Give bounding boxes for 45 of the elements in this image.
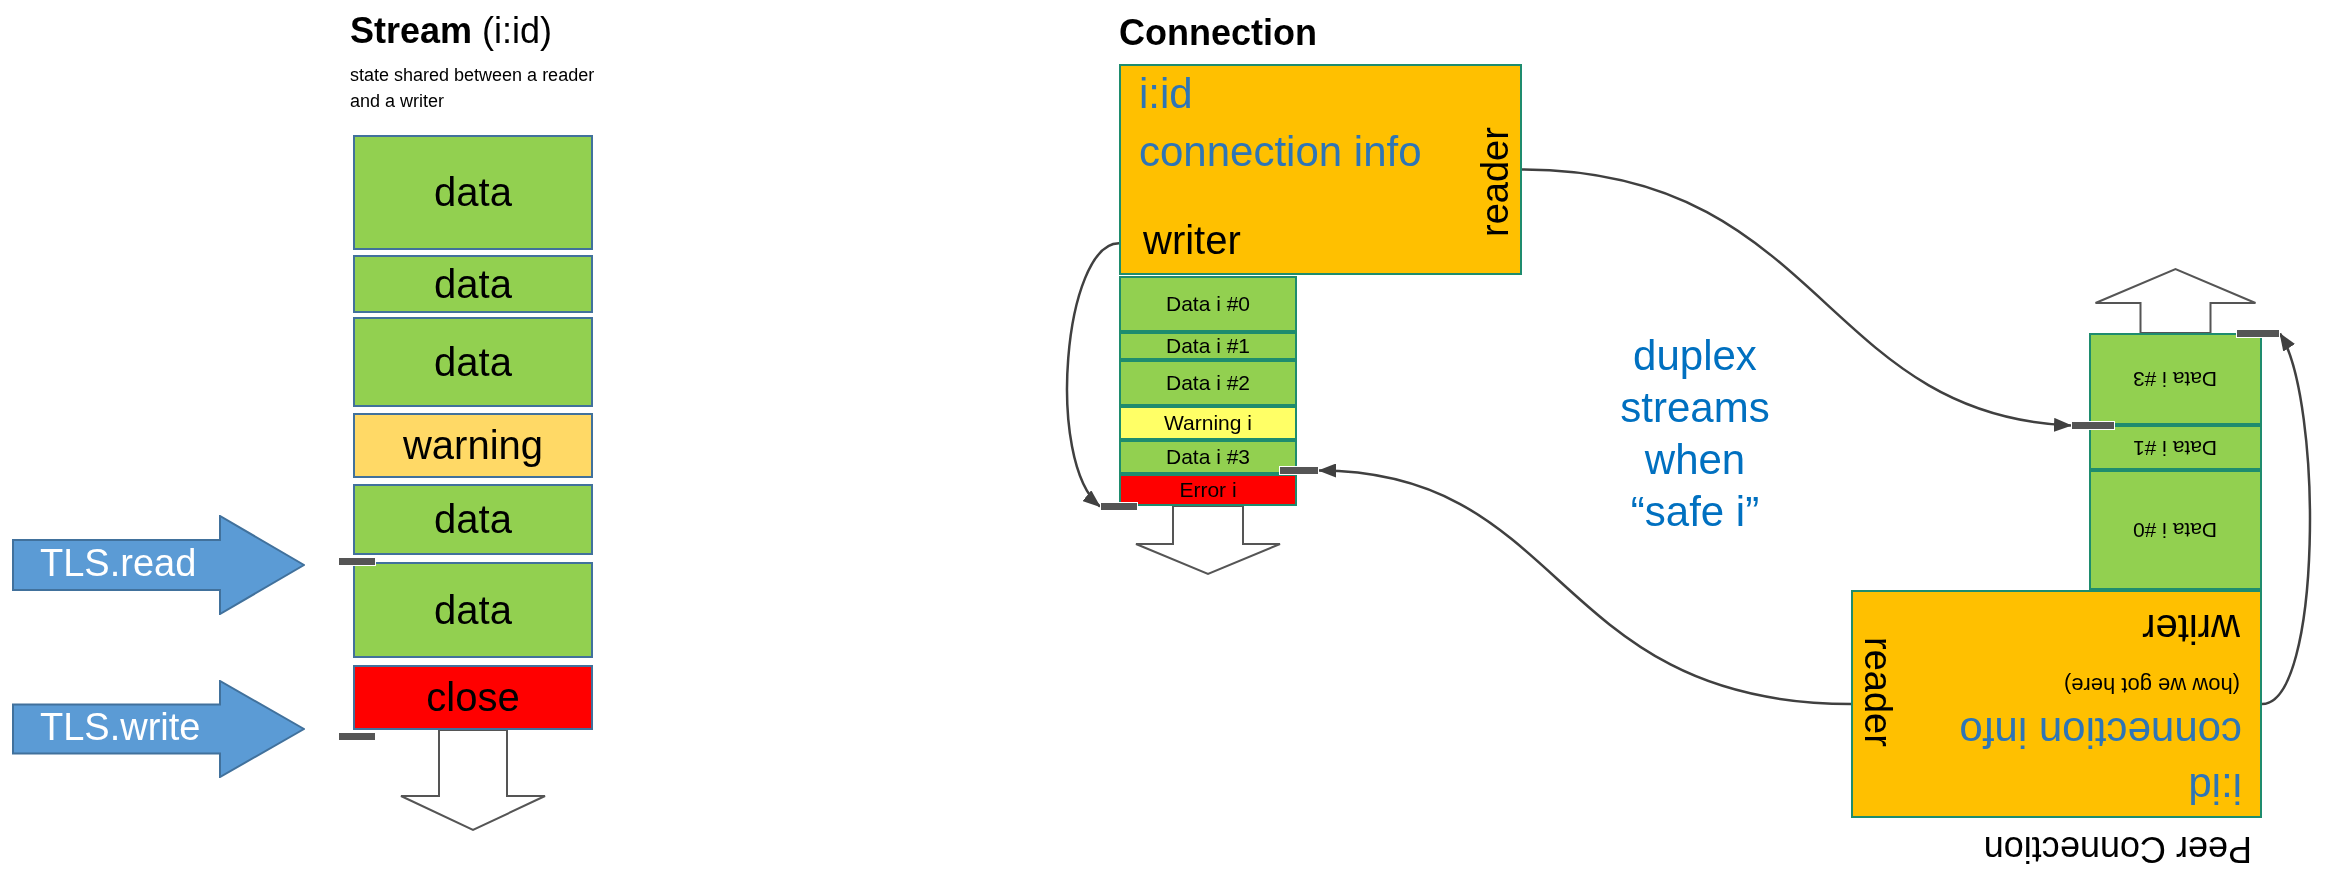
block-arrow [400, 729, 546, 832]
writer-label: writer [1143, 218, 1241, 263]
heading: Connection [1119, 12, 1317, 54]
data-block: data [353, 484, 593, 555]
pointer-mark [2071, 421, 2115, 430]
id-text: i:id [2188, 764, 2242, 812]
id-text: i:id [1139, 70, 1193, 118]
data-block: data [353, 255, 593, 313]
connector-arrow [1521, 168, 2072, 431]
writer-label: writer [2142, 606, 2240, 651]
data-block: Data i #1 [2089, 425, 2262, 470]
data-block: Data i #2 [1119, 360, 1297, 406]
info-text: connection info [1139, 128, 1422, 176]
data-block: data [353, 317, 593, 407]
connector-arrow [1065, 242, 1120, 508]
data-block: warning [353, 413, 593, 478]
arrow-label: TLS.write [40, 706, 201, 749]
pointer-mark [338, 732, 376, 741]
heading: Stream (i:id) [350, 10, 553, 52]
block-arrow [2094, 267, 2257, 334]
connector-arrow [2261, 332, 2311, 706]
data-block: Data i #3 [2089, 333, 2262, 425]
heading: Peer Connection [1983, 828, 2252, 870]
connector-arrow [1318, 464, 1852, 706]
pointer-mark [1100, 502, 1138, 511]
block-arrow [1135, 505, 1281, 576]
data-block: Data i #3 [1119, 440, 1297, 474]
info-text: connection info [1959, 708, 2242, 756]
data-block: Data i #1 [1119, 332, 1297, 360]
note-text: (how we got here) [2063, 672, 2240, 698]
data-block: Data i #0 [1119, 276, 1297, 332]
subheading: state shared between a reader and a writer [350, 64, 596, 113]
arrow-label: TLS.read [40, 542, 197, 585]
pointer-mark [1279, 466, 1319, 475]
reader-label: reader [1856, 637, 1899, 747]
pointer-mark [2236, 329, 2280, 338]
data-block: data [353, 135, 593, 250]
reader-label: reader [1474, 126, 1517, 237]
data-block: Error i [1119, 474, 1297, 506]
data-block: close [353, 665, 593, 730]
data-block: Data i #0 [2089, 470, 2262, 590]
note-text: duplex streams when “safe i” [1619, 331, 1771, 537]
pointer-mark [338, 557, 376, 566]
data-block: data [353, 562, 593, 658]
data-block: Warning i [1119, 406, 1297, 440]
